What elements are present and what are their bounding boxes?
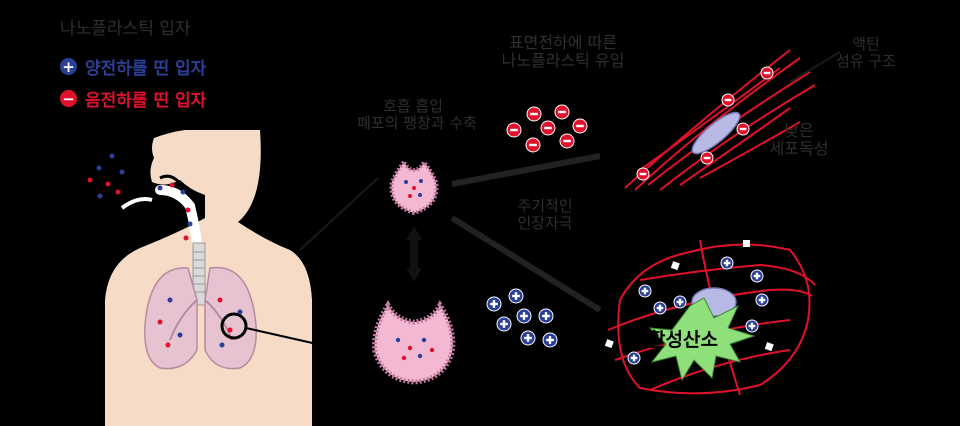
positive-particle bbox=[496, 316, 512, 332]
minus-icon: − bbox=[60, 90, 77, 108]
legend-positive: + 양전하를 띤 입자 bbox=[60, 54, 206, 79]
positive-particle bbox=[538, 308, 554, 324]
negative-particle-cluster bbox=[506, 104, 588, 153]
label-actin: 액틴 섬유 구조 bbox=[826, 35, 906, 71]
negative-particle bbox=[554, 104, 570, 120]
zoom-line bbox=[245, 327, 371, 357]
actin-fiber-cell bbox=[624, 49, 841, 191]
negative-particle bbox=[721, 93, 735, 107]
fiber-negative-particles bbox=[636, 66, 774, 181]
negative-particle bbox=[540, 120, 556, 136]
label-periodic-stretch: 주기적인 인장자극 bbox=[500, 197, 590, 233]
positive-particle bbox=[542, 332, 558, 348]
positive-particle bbox=[755, 293, 769, 307]
zoom-circle bbox=[220, 312, 248, 340]
legend-positive-label: 양전하를 띤 입자 bbox=[85, 59, 207, 79]
alveolus-expanded bbox=[372, 300, 456, 385]
alveolus-contracted bbox=[389, 158, 439, 216]
trachea bbox=[192, 242, 206, 306]
positive-particle bbox=[745, 319, 759, 333]
positive-particle bbox=[516, 308, 532, 324]
arrow-to-cell bbox=[450, 215, 602, 313]
legend-negative-label: 음전하를 띤 입자 bbox=[85, 91, 207, 111]
label-periodic-stretch-line1: 주기적인 bbox=[517, 197, 573, 215]
airway bbox=[155, 185, 203, 257]
positive-particle bbox=[520, 330, 536, 346]
positive-particle bbox=[750, 269, 764, 283]
label-actin-line2: 섬유 구조 bbox=[836, 52, 896, 71]
label-inhale-line2: 폐포의 팽창과 수축 bbox=[357, 114, 477, 133]
label-inhale: 호흡 흡입 폐포의 팽창과 수축 bbox=[357, 97, 477, 133]
label-inhale-line1: 호흡 흡입 bbox=[383, 97, 443, 115]
negative-particle bbox=[506, 122, 522, 138]
inhaled-particles bbox=[87, 153, 243, 348]
right-lung bbox=[204, 266, 257, 370]
label-charge-uptake-line1: 표면전하에 따른 bbox=[508, 33, 618, 52]
label-low-toxicity-line1: 낮은 bbox=[784, 121, 814, 140]
cell-nucleus bbox=[691, 111, 741, 155]
label-low-toxicity-line2: 세포독성 bbox=[769, 139, 829, 159]
stressed-cell bbox=[604, 239, 816, 396]
zoom-line-top bbox=[299, 177, 379, 251]
legend-title: 나노플라스틱 입자 bbox=[60, 19, 191, 39]
negative-particle bbox=[736, 122, 750, 136]
positive-particle bbox=[627, 351, 641, 365]
positive-particle bbox=[508, 288, 524, 304]
label-low-toxicity: 낮은 세포독성 bbox=[744, 121, 854, 159]
positive-particle bbox=[486, 296, 502, 312]
label-ros: 활성산소 bbox=[648, 329, 718, 351]
positive-particle bbox=[720, 256, 734, 270]
arrow-to-fiber bbox=[451, 153, 601, 187]
negative-particle bbox=[525, 137, 541, 153]
legend-negative: − 음전하를 띤 입자 bbox=[60, 86, 206, 111]
human-body bbox=[105, 130, 379, 426]
plus-icon: + bbox=[60, 58, 77, 76]
negative-particle bbox=[700, 151, 714, 165]
label-charge-uptake-line2: 나노플라스틱 유입 bbox=[501, 51, 625, 71]
label-periodic-stretch-line2: 인장자극 bbox=[517, 214, 573, 233]
positive-particle bbox=[673, 295, 687, 309]
left-lung bbox=[144, 267, 198, 370]
negative-particle bbox=[559, 133, 575, 149]
negative-particle bbox=[760, 66, 774, 80]
negative-particle bbox=[636, 167, 650, 181]
positive-particle bbox=[638, 284, 652, 298]
label-actin-line1: 액틴 bbox=[852, 35, 880, 53]
label-charge-uptake: 표면전하에 따른 나노플라스틱 유입 bbox=[478, 33, 648, 71]
positive-particle-cluster bbox=[486, 288, 558, 348]
double-arrow bbox=[406, 226, 422, 282]
positive-particle bbox=[653, 301, 667, 315]
ros-burst bbox=[648, 297, 756, 382]
breath-puff bbox=[120, 197, 153, 210]
cell-positive-particles bbox=[627, 256, 769, 365]
negative-particle bbox=[526, 106, 542, 122]
negative-particle bbox=[572, 118, 588, 134]
